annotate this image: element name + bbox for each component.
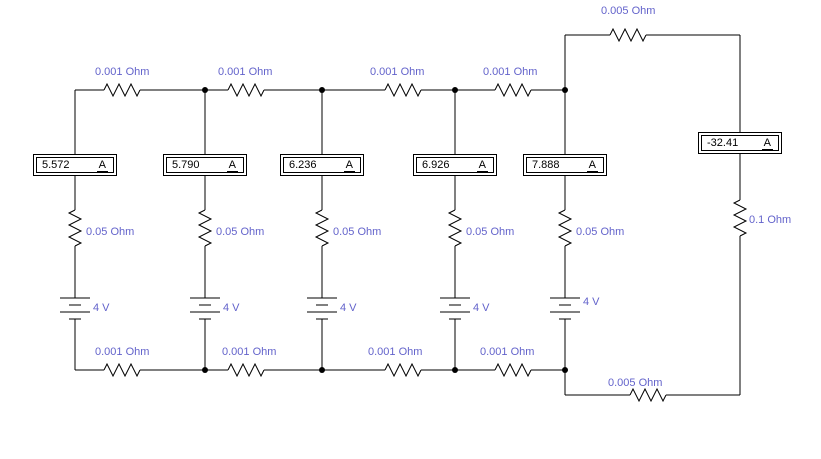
resistor-label[interactable]: 0.05 Ohm (576, 226, 625, 238)
ammeter-unit: A (586, 158, 598, 172)
resistors (67, 27, 748, 403)
battery-5[interactable] (550, 297, 580, 320)
battery-label[interactable]: 4 V (473, 302, 490, 314)
ammeter-branch-1[interactable]: 5.572 A (33, 154, 117, 176)
junction-dot (562, 87, 568, 93)
ammeter-unit: A (96, 158, 108, 172)
battery-4[interactable] (440, 297, 470, 320)
resistor-label[interactable]: 0.05 Ohm (333, 226, 382, 238)
resistor-load[interactable] (732, 199, 748, 237)
resistor-top-3[interactable] (384, 82, 422, 98)
resistor-top-1[interactable] (103, 82, 141, 98)
ammeter-unit: A (476, 158, 488, 172)
ammeter-value: 5.572 (42, 159, 70, 171)
junction-dot (319, 367, 325, 373)
junction-dots (202, 87, 568, 373)
ammeter-branch-4[interactable]: 6.926 A (413, 154, 497, 176)
resistor-label[interactable]: 0.001 Ohm (95, 346, 150, 358)
junction-dot (562, 367, 568, 373)
junction-dot (202, 367, 208, 373)
resistor-branch-4[interactable] (447, 209, 463, 247)
resistor-branch-1[interactable] (67, 209, 83, 247)
resistor-branch-3[interactable] (314, 209, 330, 247)
resistor-bottom-4[interactable] (494, 362, 532, 378)
batteries (60, 297, 580, 320)
resistor-bottom-3[interactable] (384, 362, 422, 378)
ammeter-branch-5[interactable]: 7.888 A (523, 154, 607, 176)
ammeter-value: 6.926 (422, 159, 450, 171)
junction-dot (452, 367, 458, 373)
junction-dot (319, 87, 325, 93)
resistor-label[interactable]: 0.001 Ohm (370, 66, 425, 78)
ammeter-branch-2[interactable]: 5.790 A (163, 154, 247, 176)
battery-label[interactable]: 4 V (223, 302, 240, 314)
battery-label[interactable]: 4 V (583, 296, 600, 308)
resistor-label[interactable]: 0.001 Ohm (218, 66, 273, 78)
battery-2[interactable] (190, 297, 220, 320)
resistor-label[interactable]: 0.1 Ohm (749, 214, 792, 226)
resistor-label[interactable]: 0.001 Ohm (483, 66, 538, 78)
ammeter-display: 7.888 A (526, 157, 604, 173)
battery-1[interactable] (60, 297, 90, 320)
resistor-top-2[interactable] (227, 82, 265, 98)
ammeter-unit: A (761, 136, 773, 150)
resistor-label[interactable]: 0.05 Ohm (86, 226, 135, 238)
resistor-branch-2[interactable] (197, 209, 213, 247)
ammeter-display: 5.572 A (36, 157, 114, 173)
resistor-label[interactable]: 0.001 Ohm (480, 346, 535, 358)
resistor-top-right[interactable] (609, 27, 647, 43)
ammeter-load[interactable]: -32.41 A (698, 132, 782, 154)
ammeter-display: -32.41 A (701, 135, 779, 151)
resistor-label[interactable]: 0.001 Ohm (222, 346, 277, 358)
wires (74, 34, 741, 396)
ammeter-value: 7.888 (532, 159, 560, 171)
junction-dot (202, 87, 208, 93)
ammeter-value: 5.790 (172, 159, 200, 171)
junction-dot (452, 87, 458, 93)
battery-label[interactable]: 4 V (93, 302, 110, 314)
resistor-top-4[interactable] (494, 82, 532, 98)
ammeter-display: 6.926 A (416, 157, 494, 173)
ammeter-display: 5.790 A (166, 157, 244, 173)
resistor-label[interactable]: 0.05 Ohm (466, 226, 515, 238)
resistor-label[interactable]: 0.001 Ohm (95, 66, 150, 78)
ammeter-value: -32.41 (707, 137, 739, 149)
resistor-label[interactable]: 0.001 Ohm (368, 346, 423, 358)
ammeter-unit: A (343, 158, 355, 172)
resistor-label[interactable]: 0.05 Ohm (216, 226, 265, 238)
resistor-bottom-1[interactable] (103, 362, 141, 378)
ammeter-display: 6.236 A (283, 157, 361, 173)
resistor-label[interactable]: 0.005 Ohm (601, 5, 656, 17)
resistor-bottom-2[interactable] (227, 362, 265, 378)
resistor-label[interactable]: 0.005 Ohm (608, 377, 663, 389)
ammeter-value: 6.236 (289, 159, 317, 171)
ammeter-branch-3[interactable]: 6.236 A (280, 154, 364, 176)
battery-3[interactable] (307, 297, 337, 320)
resistor-branch-5[interactable] (557, 209, 573, 247)
ammeter-unit: A (226, 158, 238, 172)
resistor-bottom-right[interactable] (629, 387, 667, 403)
battery-label[interactable]: 4 V (340, 302, 357, 314)
